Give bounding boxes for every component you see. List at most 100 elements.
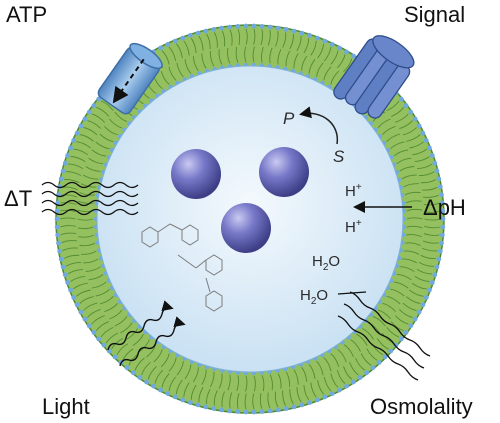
lipid-head bbox=[165, 391, 171, 396]
lipid-head bbox=[299, 30, 305, 36]
lipid-tail bbox=[70, 156, 86, 162]
lipid-tail bbox=[65, 261, 82, 267]
lipid-tail bbox=[253, 28, 256, 45]
lipid-tail bbox=[409, 141, 424, 149]
lipid-tail bbox=[227, 47, 231, 64]
lipid-tail bbox=[401, 258, 418, 264]
lipid-tail bbox=[390, 321, 404, 332]
lipid-head bbox=[54, 216, 60, 222]
lipid-tail bbox=[214, 32, 218, 48]
lipid-tail bbox=[109, 118, 123, 129]
lipid-head bbox=[427, 287, 432, 293]
lipid-head bbox=[259, 24, 265, 29]
lipid-tail bbox=[303, 38, 310, 54]
lipid-tail bbox=[303, 384, 310, 400]
lipid-tail bbox=[424, 210, 440, 213]
lipid-tail bbox=[229, 392, 233, 409]
lipid-tail bbox=[209, 51, 215, 67]
lipid-tail bbox=[261, 375, 265, 392]
lipid-head bbox=[398, 336, 404, 342]
lipid-head bbox=[416, 123, 422, 129]
lipid-tail bbox=[183, 40, 190, 56]
lipid-head bbox=[329, 391, 335, 396]
lipid-head bbox=[408, 323, 414, 329]
lipid-tail bbox=[301, 367, 308, 382]
lipid-tail bbox=[323, 66, 332, 81]
lipid-head bbox=[203, 28, 209, 34]
lipid-tail bbox=[269, 47, 273, 64]
lipid-head bbox=[91, 103, 97, 108]
lipid-tail bbox=[259, 393, 263, 409]
lipid-head bbox=[329, 42, 335, 47]
lipid-tail bbox=[79, 296, 94, 304]
lipid-tail bbox=[218, 49, 223, 65]
lipid-head bbox=[420, 130, 426, 136]
lipid-head bbox=[54, 224, 60, 230]
lipid-tail bbox=[343, 58, 353, 73]
lipid-head bbox=[78, 309, 84, 315]
lipid-tail bbox=[336, 369, 346, 384]
lipid-tail bbox=[404, 191, 421, 196]
lipid-head bbox=[235, 409, 241, 414]
lipid-tail bbox=[244, 46, 247, 63]
lipid-head bbox=[243, 409, 249, 415]
lipid-tail bbox=[289, 33, 294, 50]
lipid-tail bbox=[104, 303, 118, 313]
lipid-head bbox=[382, 354, 388, 360]
lipid-tail bbox=[79, 134, 94, 142]
lipid-head bbox=[91, 330, 97, 335]
lipid-tail bbox=[252, 393, 255, 410]
lipid-head bbox=[219, 407, 225, 413]
lipid-head bbox=[211, 27, 217, 32]
lipid-tail bbox=[73, 282, 88, 290]
lipid-tail bbox=[91, 315, 105, 325]
lipid-head bbox=[440, 208, 446, 214]
lipid-head bbox=[275, 407, 281, 413]
lipid-tail bbox=[308, 58, 316, 74]
lipid-tail bbox=[282, 390, 286, 406]
lipid-tail bbox=[282, 32, 287, 48]
lipid-tail bbox=[100, 100, 114, 111]
lipid-head bbox=[58, 176, 64, 182]
lipid-tail bbox=[221, 30, 226, 47]
lipid-head bbox=[71, 295, 77, 300]
lipid-tail bbox=[88, 274, 104, 281]
lipid-head bbox=[137, 375, 143, 380]
lipid-tail bbox=[63, 254, 80, 259]
lipid-head bbox=[351, 379, 356, 385]
lipid-head bbox=[436, 176, 442, 182]
lipid-head bbox=[423, 295, 429, 300]
lipid-head bbox=[86, 323, 92, 329]
lipid-tail bbox=[99, 295, 114, 305]
lipid-tail bbox=[285, 50, 290, 67]
lipid-head bbox=[437, 248, 443, 254]
lipid-tail bbox=[87, 308, 101, 318]
lipid-head bbox=[439, 200, 445, 206]
water-label: H2O bbox=[300, 287, 328, 307]
lipid-head bbox=[440, 216, 446, 222]
lipid-tail bbox=[176, 43, 183, 59]
lipid-tail bbox=[330, 70, 340, 85]
lipid-head bbox=[388, 348, 394, 354]
lipid-tail bbox=[394, 315, 409, 325]
nanoparticle-icon bbox=[221, 203, 271, 253]
lipid-tail bbox=[116, 343, 129, 355]
water-label: H2O bbox=[312, 253, 340, 273]
proton-label: H+ bbox=[345, 182, 362, 200]
lipid-tail bbox=[134, 357, 145, 371]
lipid-head bbox=[307, 400, 312, 405]
lipid-tail bbox=[76, 289, 91, 297]
heat-wave-icon bbox=[41, 181, 139, 216]
lipid-head bbox=[423, 138, 429, 143]
lipid-tail bbox=[68, 163, 84, 169]
lipid-tail bbox=[83, 302, 98, 311]
lipid-head bbox=[158, 387, 164, 393]
lipid-head bbox=[180, 35, 186, 41]
azobenzene-molecule-icon bbox=[141, 223, 223, 312]
lipid-tail bbox=[275, 30, 279, 47]
lipid-head bbox=[74, 302, 80, 308]
lipid-tail bbox=[377, 309, 391, 320]
lipid-tail bbox=[198, 386, 204, 403]
lipid-head bbox=[291, 404, 297, 410]
